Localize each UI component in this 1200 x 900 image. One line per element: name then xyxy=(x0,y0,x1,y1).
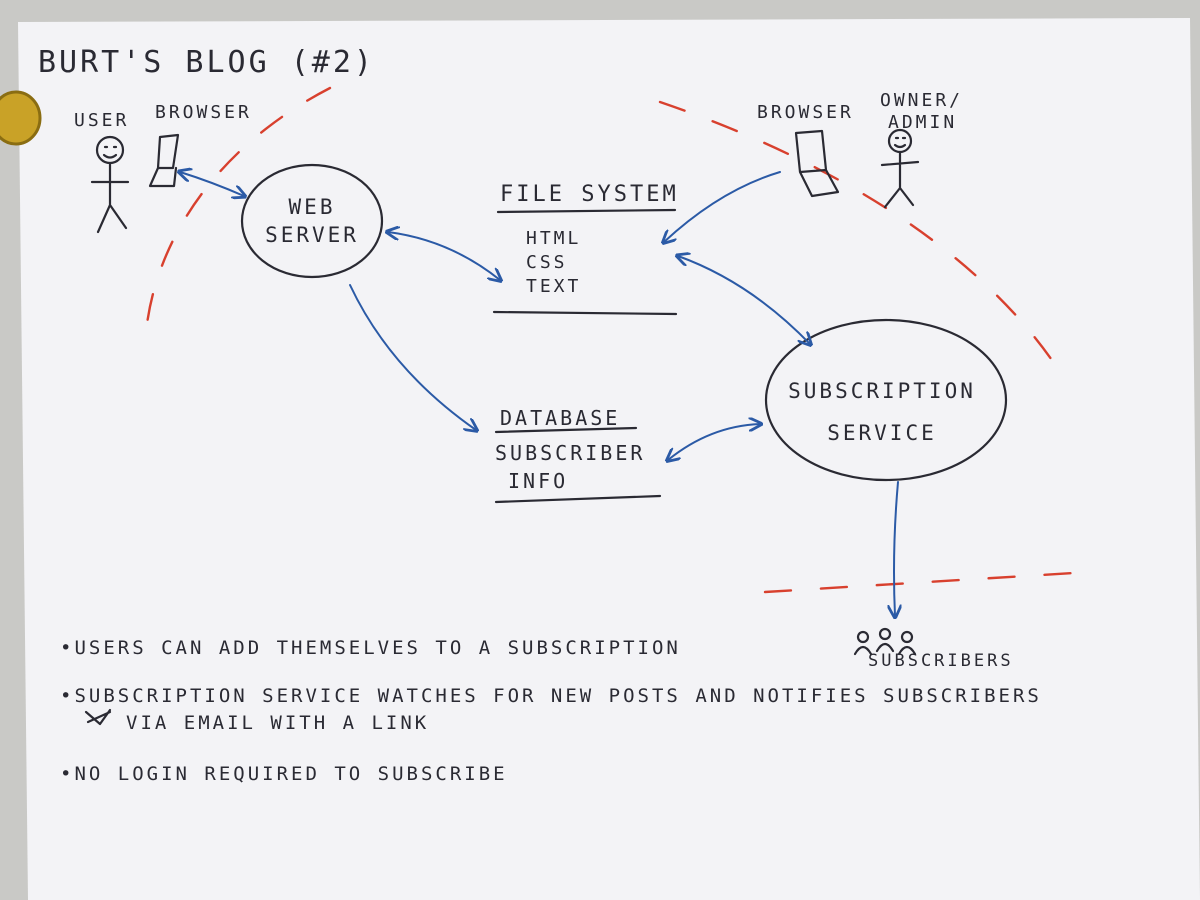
file-system-item: CSS xyxy=(526,252,568,273)
user-browser-label: BROWSER xyxy=(155,102,252,123)
owner-label-line2: ADMIN xyxy=(888,112,957,133)
subscription-service-label-line1: SUBSCRIPTION xyxy=(788,379,976,403)
database-item: INFO xyxy=(508,469,568,493)
database-title: DATABASE xyxy=(500,406,620,430)
admin-browser-label: BROWSER xyxy=(757,102,854,123)
user-label: USER xyxy=(74,110,129,131)
web-server-label-line2: SERVER xyxy=(265,223,359,247)
file-system-item: HTML xyxy=(526,228,581,249)
note-line: •USERS CAN ADD THEMSELVES TO A SUBSCRIPT… xyxy=(60,637,681,659)
note-line: •NO LOGIN REQUIRED TO SUBSCRIBE xyxy=(60,763,508,785)
subscribers-label: SUBSCRIBERS xyxy=(868,651,1014,671)
owner-label-line1: OWNER/ xyxy=(880,90,963,111)
subscription-service-label-line2: SERVICE xyxy=(827,421,937,445)
diagram-title: BURT'S BLOG (#2) xyxy=(38,45,375,80)
file-system-title: FILE SYSTEM xyxy=(500,182,679,207)
web-server-label-line1: WEB xyxy=(289,195,336,219)
database-item: SUBSCRIBER xyxy=(495,441,645,465)
pushpin-icon xyxy=(0,92,40,144)
file-system-item: TEXT xyxy=(526,276,581,297)
note-line: VIA EMAIL WITH A LINK xyxy=(126,712,429,734)
note-line: •SUBSCRIPTION SERVICE WATCHES FOR NEW PO… xyxy=(60,685,1042,707)
